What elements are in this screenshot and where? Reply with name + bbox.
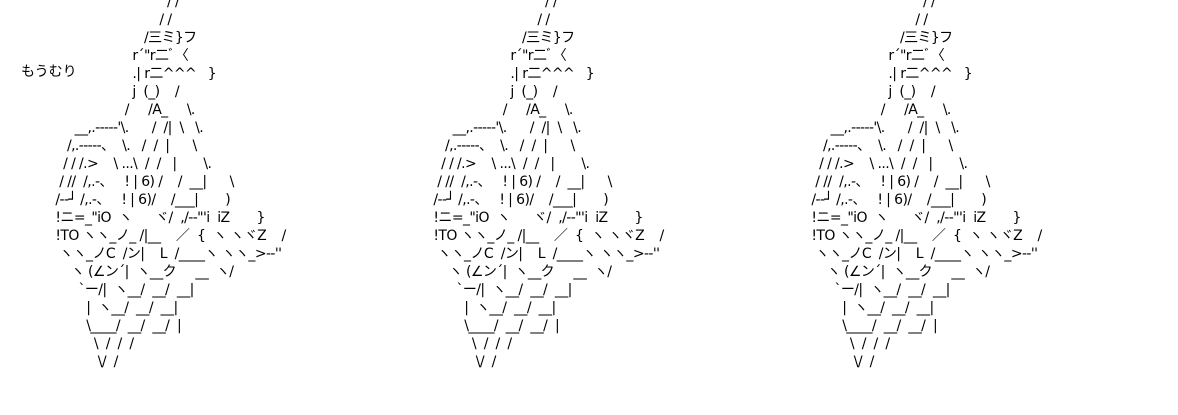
ascii-art-figure: / / / / /三ミ}フ r´"r二ﾞ〈 .| r二^^^ } j (_) /… [55,0,286,370]
ascii-art-figure: / / / / /三ミ}フ r´"r二ﾞ〈 .| r二^^^ } j (_) /… [811,0,1042,370]
ascii-art-figure: / / / / /三ミ}フ r´"r二ﾞ〈 .| r二^^^ } j (_) /… [433,0,664,370]
caption-text: もうむり [21,64,77,80]
